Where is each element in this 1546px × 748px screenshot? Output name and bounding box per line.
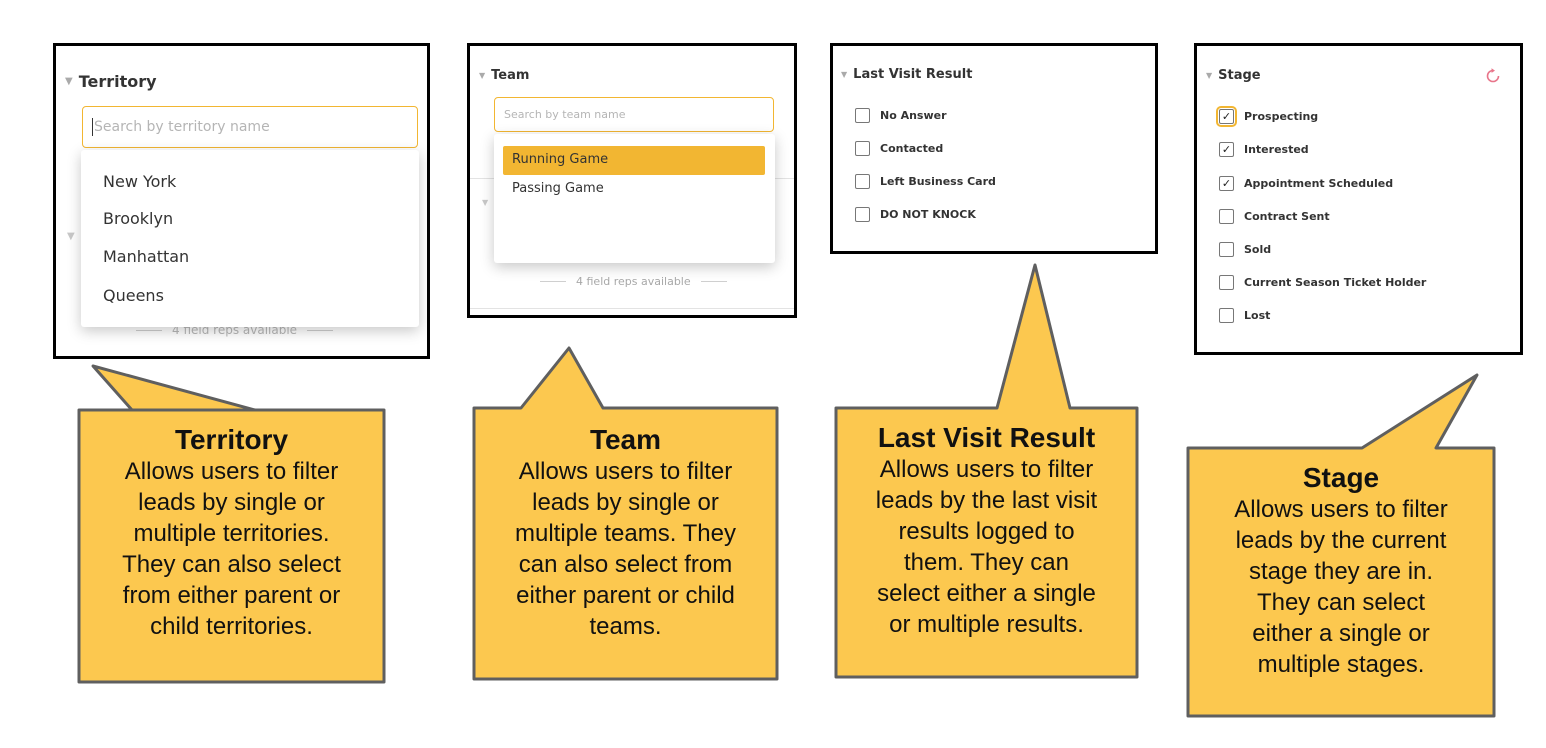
callout-bubble-territory [77,364,386,684]
checkbox-left-business-card[interactable]: Left Business Card [855,174,996,189]
callout-line: can also select from [518,551,733,578]
checkbox-icon[interactable] [1219,209,1234,224]
territory-dropdown: New York Brooklyn Manhattan Queens [81,150,419,327]
callout-line: multiple stages. [1257,651,1425,678]
callout-last-visit-result: Last Visit Result Allows users to filter… [836,422,1137,640]
checkbox-interested[interactable]: ✓ Interested [1219,142,1309,157]
callout-line: stage they are in. [1248,558,1434,585]
callout-title: Stage [1302,462,1380,493]
callout-title: Last Visit Result [877,422,1096,453]
dropdown-option[interactable]: Brooklyn [103,209,174,228]
callout-line: leads by the current [1235,527,1447,554]
callout-team: Team Allows users to filter leads by sin… [474,424,777,642]
checkbox-do-not-knock[interactable]: DO NOT KNOCK [855,207,976,222]
callout-line: child territories. [150,613,313,640]
callout-title: Territory [174,424,289,455]
team-filter-header[interactable]: ▼ Team [479,68,529,83]
checkbox-icon[interactable] [855,174,870,189]
checkbox-icon[interactable]: ✓ [1219,142,1234,157]
callout-bubble-last-visit [834,263,1139,679]
callout-line: leads by single or [532,489,719,516]
callout-line: either a single or [1252,620,1430,647]
collapse-caret-icon: ▼ [65,76,73,87]
callout-line: teams. [589,613,662,640]
callout-stage: Stage Allows users to filter leads by th… [1188,462,1494,680]
callout-territory: Territory Allows users to filter leads b… [79,424,384,642]
dropdown-option[interactable]: Manhattan [103,247,190,266]
collapse-caret-icon: ▼ [482,198,489,207]
callout-line: leads by the last visit [875,487,1098,514]
callout-line: select either a single [877,580,1096,607]
callout-line: either parent or child [516,582,735,609]
callout-line: leads by single or [138,489,325,516]
callout-line: or multiple results. [889,611,1084,638]
territory-header-label: Territory [78,72,157,91]
dropdown-option[interactable]: Queens [103,286,164,305]
checkbox-icon[interactable] [1219,308,1234,323]
callout-line: Allows users to filter [124,458,339,485]
checkbox-icon[interactable]: ✓ [1216,106,1237,127]
territory-filter-header[interactable]: ▼ Territory [65,72,157,91]
checkbox-icon[interactable] [1219,275,1234,290]
team-search-placeholder: Search by team name [504,108,626,121]
team-footer-note: 4 field reps available [540,275,727,288]
team-header-label: Team [491,68,530,83]
last-visit-result-header[interactable]: ▼ Last Visit Result [841,67,972,82]
callout-line: multiple territories. [133,520,330,547]
checkbox-no-answer[interactable]: No Answer [855,108,947,123]
callout-bubble-team [472,346,779,681]
collapse-caret-icon: ▼ [841,70,848,79]
checkbox-current-season-ticket-holder[interactable]: Current Season Ticket Holder [1219,275,1426,290]
callout-line: Allows users to filter [879,456,1094,483]
callout-line: They can also select [122,551,341,578]
checkbox-icon[interactable] [855,207,870,222]
team-filter-panel: ▼ Team Search by team name ▼ 4 field rep… [467,43,797,318]
callout-line: They can select [1256,589,1426,616]
stage-filter-header[interactable]: ▼ Stage [1206,68,1261,83]
team-dropdown: Running Game Passing Game [494,134,775,263]
collapse-caret-icon: ▼ [67,231,75,242]
territory-filter-panel: ▼ Territory Search by territory name ▼ 4… [53,43,430,359]
last-visit-result-panel: ▼ Last Visit Result No Answer Contacted … [830,43,1158,254]
callout-line: Allows users to filter [1234,496,1448,523]
callout-line: multiple teams. They [515,520,736,547]
checkbox-sold[interactable]: Sold [1219,242,1271,257]
checkbox-contract-sent[interactable]: Contract Sent [1219,209,1330,224]
dropdown-option-selected[interactable]: Running Game [503,146,765,175]
checkbox-icon[interactable] [855,141,870,156]
dropdown-option[interactable]: New York [103,172,177,191]
team-search-input[interactable]: Search by team name [494,97,774,132]
territory-search-placeholder: Search by territory name [94,119,270,135]
collapse-caret-icon: ▼ [479,71,486,80]
callout-line: from either parent or [122,582,341,609]
last-visit-result-header-label: Last Visit Result [853,67,973,82]
callout-bubble-stage [1186,373,1496,718]
checkbox-prospecting[interactable]: ✓ Prospecting [1216,106,1318,127]
callout-line: them. They can [904,549,1069,576]
callout-line: Allows users to filter [518,458,733,485]
stage-filter-panel: ▼ Stage ✓ Prospecting ✓ Interested ✓ App… [1194,43,1523,355]
checkbox-contacted[interactable]: Contacted [855,141,943,156]
collapse-caret-icon: ▼ [1206,71,1213,80]
checkbox-icon[interactable]: ✓ [1219,176,1234,191]
dropdown-option[interactable]: Passing Game [512,181,604,196]
callout-line: results logged to [898,518,1075,545]
checkbox-appointment-scheduled[interactable]: ✓ Appointment Scheduled [1219,176,1393,191]
checkbox-icon[interactable] [855,108,870,123]
checkbox-icon[interactable] [1219,242,1234,257]
refresh-icon[interactable] [1484,67,1502,85]
territory-search-input[interactable]: Search by territory name [82,106,418,148]
callout-title: Team [589,424,662,455]
stage-header-label: Stage [1218,68,1261,83]
checkbox-lost[interactable]: Lost [1219,308,1270,323]
